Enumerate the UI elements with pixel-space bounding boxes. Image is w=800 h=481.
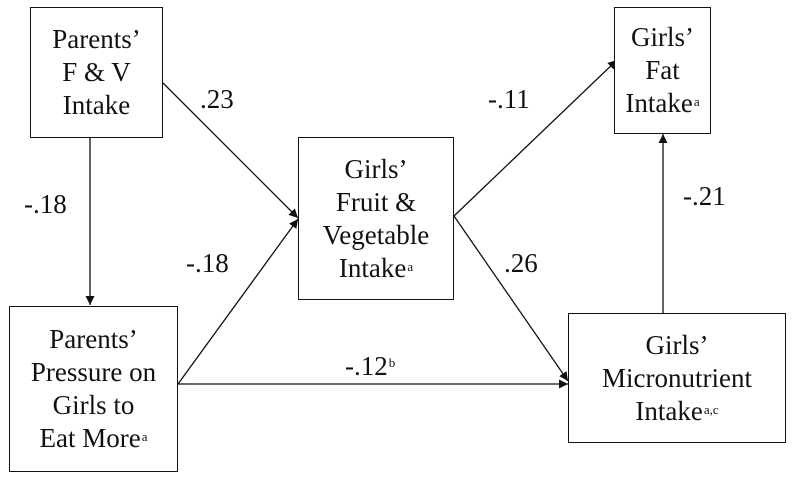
coef-value: -.12: [345, 351, 388, 381]
box-girls-micronutrient-intake: Girls’ Micronutrient Intakea,c: [568, 313, 786, 443]
box-line: Fruit &: [335, 186, 417, 217]
coef-pressure-to-girls-fv: -.18: [186, 248, 229, 278]
box-line: F & V: [62, 57, 131, 87]
box-line: Parents’: [49, 324, 138, 354]
coef-girls-fv-to-fat: -.11: [488, 84, 530, 114]
box-parents-fv-intake: Parents’ F & V Intake: [30, 7, 163, 138]
arrow-parents-fv-to-girls-fv: [162, 82, 299, 219]
box-line: Pressure on: [30, 357, 157, 387]
box-line: Fat: [645, 55, 680, 85]
box-line: Micronutrient: [602, 362, 752, 393]
box-line: Girls’: [645, 329, 709, 360]
coef-micro-to-fat: -.21: [683, 181, 726, 211]
box-superscript: a: [407, 258, 414, 274]
box-line-text: Intake: [635, 395, 703, 426]
coef-value: -.11: [488, 84, 530, 114]
arrow-girls-fv-to-fat: [453, 59, 618, 217]
box-line: Girls’: [344, 153, 408, 184]
box-girls-fruit-vegetable-intake: Girls’ Fruit & Vegetable Intakea: [298, 137, 454, 300]
arrow-pressure-to-girls-fv: [177, 218, 299, 385]
coef-value: -.18: [186, 248, 229, 278]
box-girls-fat-intake: Girls’ Fat Intakea: [614, 7, 711, 134]
box-line: Girls to: [52, 390, 135, 420]
box-line: Eat Morea: [40, 422, 148, 455]
coef-parents-fv-to-girls-fv: .23: [200, 84, 234, 114]
box-superscript: a: [141, 429, 148, 444]
box-line-text: Eat More: [39, 423, 141, 453]
box-line: Intakea: [625, 87, 699, 120]
box-line: Intake: [62, 90, 131, 120]
coef-value: .26: [504, 248, 538, 278]
box-superscript: a,c: [703, 401, 719, 417]
coef-superscript: b: [388, 355, 396, 370]
coef-value: .23: [200, 84, 234, 114]
coef-pressure-to-micro: -.12b: [345, 351, 395, 381]
box-line: Intakea: [339, 252, 413, 285]
box-line-text: Intake: [625, 88, 693, 118]
coef-parents-fv-to-pressure: -.18: [24, 189, 67, 219]
box-line: Intakea,c: [635, 395, 718, 428]
box-parents-pressure: Parents’ Pressure on Girls to Eat Morea: [9, 306, 178, 472]
coef-value: -.18: [24, 189, 67, 219]
box-line: Vegetable: [322, 219, 430, 250]
coef-value: -.21: [683, 181, 726, 211]
arrow-girls-fv-to-micro: [453, 215, 569, 382]
box-line-text: Intake: [338, 252, 407, 283]
coef-girls-fv-to-micro: .26: [504, 248, 538, 278]
box-line: Parents’: [52, 24, 141, 54]
box-superscript: a: [693, 94, 700, 109]
box-line: Girls’: [631, 22, 694, 52]
